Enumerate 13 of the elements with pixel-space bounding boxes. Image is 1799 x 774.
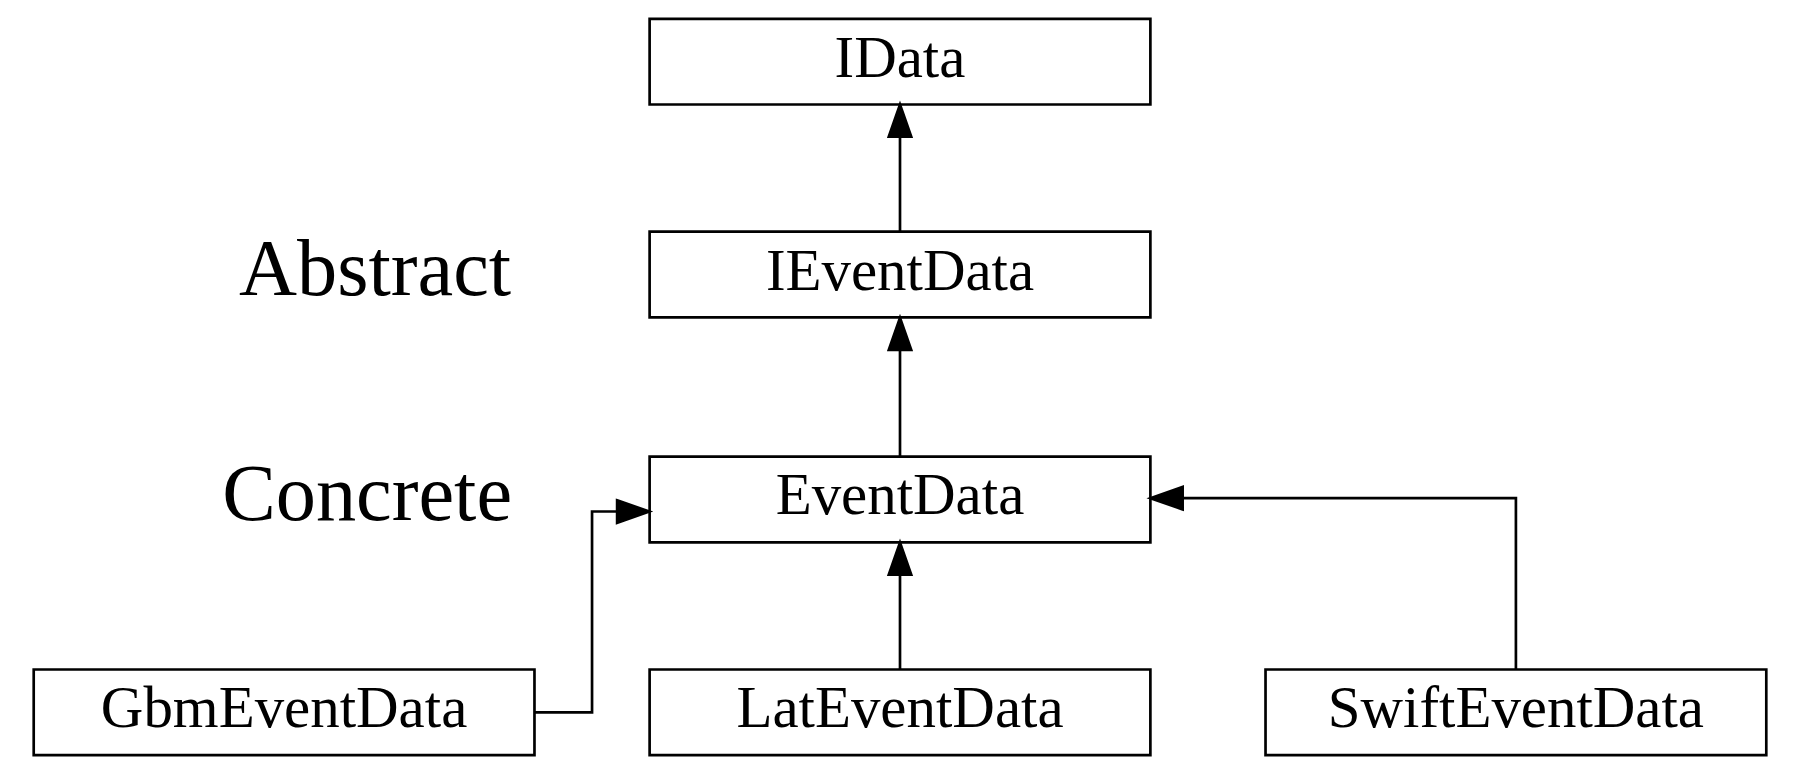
node-box: LatEventData [647, 668, 1152, 757]
node-box: EventData [647, 455, 1152, 544]
label: Concrete [221, 447, 512, 537]
node-box: SwiftEventData [1263, 668, 1768, 757]
arrow [534, 498, 653, 714]
arrow [886, 313, 913, 457]
label: Abstract [238, 222, 511, 312]
arrow [1145, 485, 1517, 669]
arrow [886, 538, 913, 670]
node-box: IData [647, 17, 1152, 106]
node-box: GbmEventData [31, 668, 536, 757]
node-box: IEventData [647, 230, 1152, 319]
arrow [886, 100, 913, 232]
